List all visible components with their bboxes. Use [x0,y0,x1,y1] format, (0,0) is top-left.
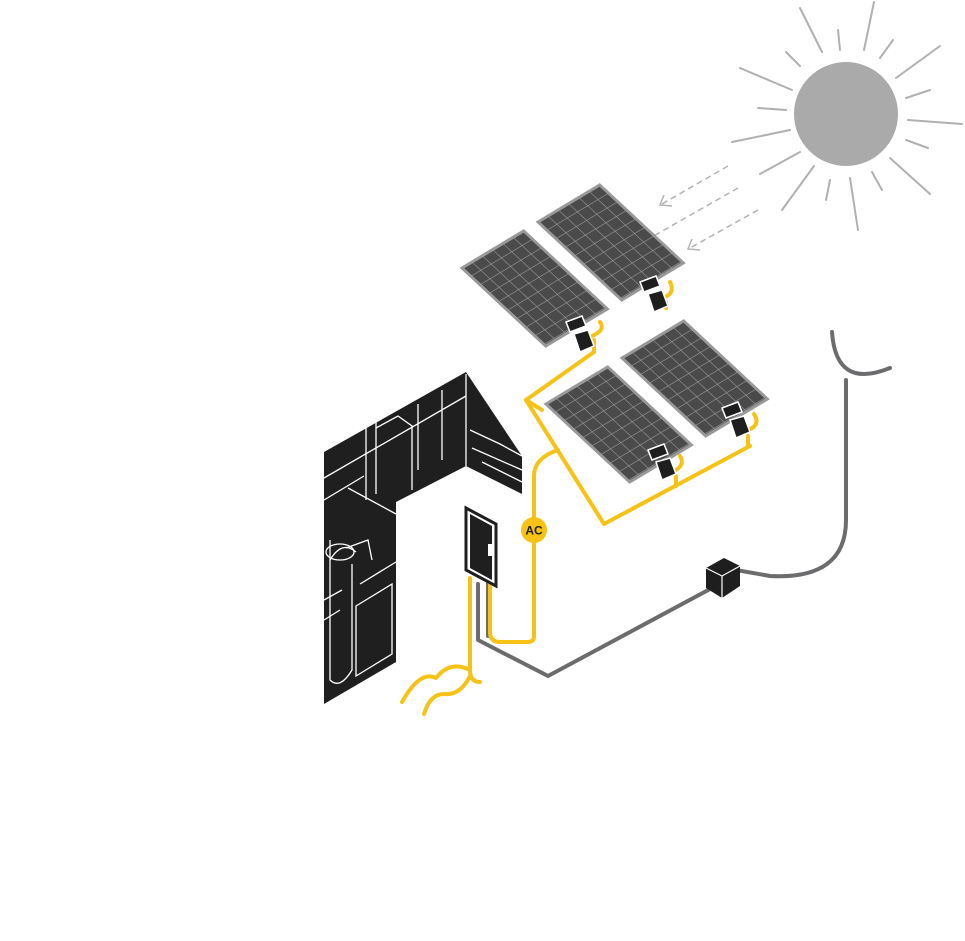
breaker-panel-icon [464,505,498,589]
ac-disconnect-badge: AC [521,517,547,543]
sun-disc [794,62,898,166]
microinverter-3 [647,443,677,482]
microinverter-1 [565,315,595,354]
house-icon [323,372,523,704]
ac-label: AC [525,524,543,538]
house-silhouette [324,372,522,704]
microinverter-2 [639,275,669,314]
microinverter-icon [565,275,751,482]
sunlight-arrows [635,165,759,249]
sun-icon [731,1,963,231]
sun-rays [731,1,963,231]
microinverter-4 [721,401,751,440]
house-interior-lines [323,374,523,684]
utility-meter-icon [705,558,741,598]
